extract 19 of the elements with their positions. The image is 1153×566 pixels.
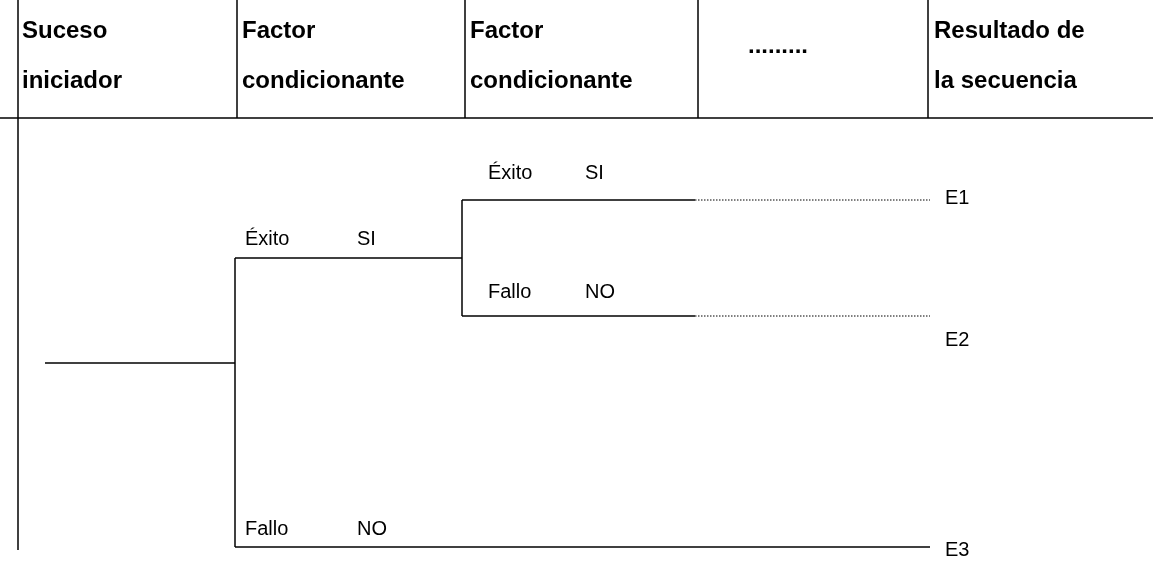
branch-label: NO: [357, 516, 387, 540]
column-header: Resultado de la secuencia: [934, 15, 1086, 95]
column-header: Suceso iniciador: [22, 15, 124, 95]
branch-label: Fallo: [488, 279, 532, 303]
branch-line: [694, 315, 931, 317]
column-header: .........: [748, 30, 809, 60]
branch-label: Fallo: [245, 516, 289, 540]
outcome-label: E1: [945, 185, 970, 209]
outcome-label: E2: [945, 327, 970, 351]
branch-label: Éxito: [488, 160, 533, 184]
branch-label: NO: [585, 279, 615, 303]
branch-line: [694, 199, 931, 201]
outcome-label: E3: [945, 537, 970, 561]
branch-label: Éxito: [245, 226, 290, 250]
column-header: Factor condicionante: [242, 15, 406, 95]
branch-label: SI: [585, 160, 604, 184]
branch-label: SI: [357, 226, 376, 250]
column-header: Factor condicionante: [470, 15, 634, 95]
branch-line: [234, 546, 931, 548]
